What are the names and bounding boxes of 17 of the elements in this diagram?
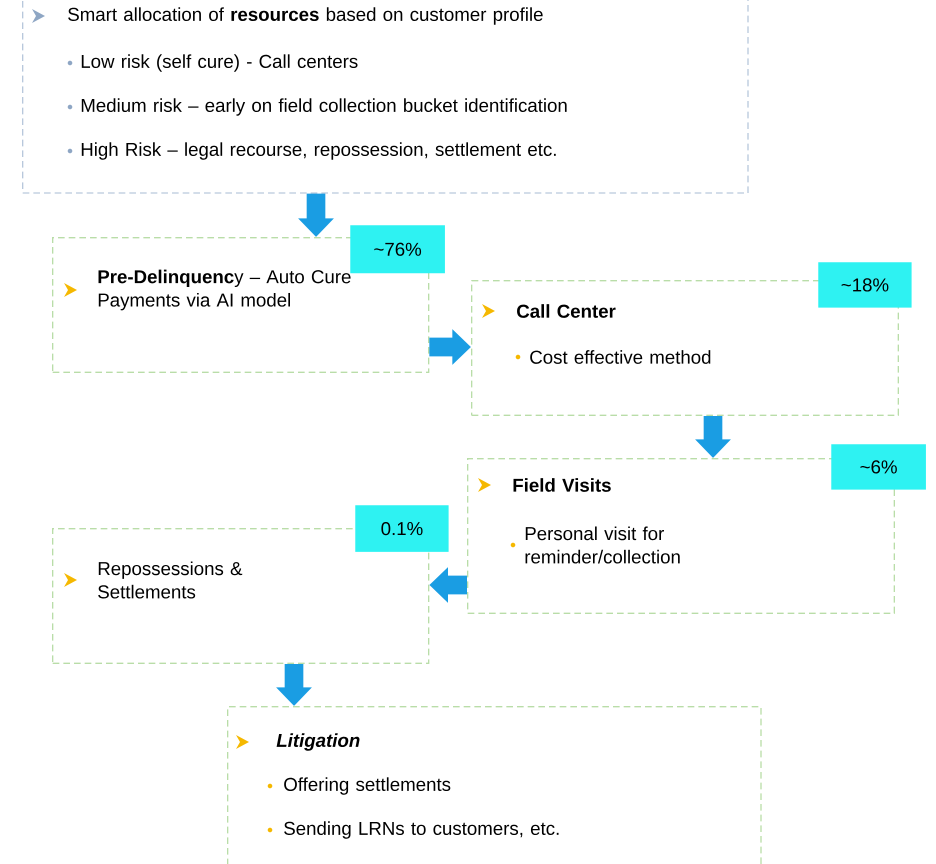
heading-text: Call Center <box>517 304 616 318</box>
bullet-text: Low risk (self cure) - Call centers <box>82 54 358 72</box>
heading-text: Repossessions & Settlements <box>98 561 242 599</box>
heading-text: Litigation <box>276 733 360 751</box>
percentage-badge: 0.1% <box>355 505 449 552</box>
percentage-badge: ~76% <box>350 225 445 274</box>
bullet-text: High Risk – legal recourse, repossession, settlement etc. <box>82 142 556 160</box>
heading-text: Pre-Delinquency – Auto Cure Payments via AI model <box>98 270 351 310</box>
bullet-text: Cost effective method <box>530 350 710 364</box>
percentage-badge: ~6% <box>831 444 926 490</box>
heading-text: Smart allocation of resources based on customer profile <box>68 7 543 25</box>
percentage-badge: ~18% <box>818 262 912 308</box>
bullet-text: Sending LRNs to customers, etc. <box>284 821 559 839</box>
bullet-text: Offering settlements <box>284 777 450 795</box>
bullet-text: Medium risk – early on field collection bucket identification <box>82 98 567 116</box>
heading-text: Field Visits <box>514 478 611 492</box>
bullet-text: Personal visit for reminder/collection <box>526 526 680 564</box>
